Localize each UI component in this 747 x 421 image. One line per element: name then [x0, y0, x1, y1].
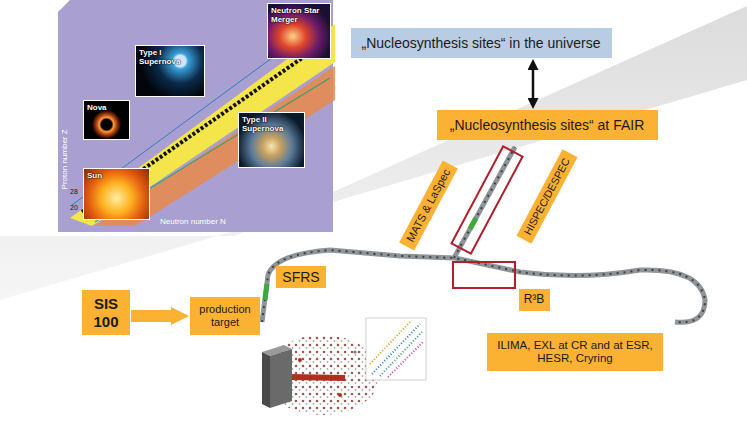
source-image: Type II Supernova	[238, 112, 305, 168]
fragment	[298, 358, 302, 362]
beamline	[262, 250, 705, 322]
node-text: Type I Supernova	[139, 48, 201, 66]
beamline-branch	[454, 147, 515, 258]
highlight-frame	[453, 262, 515, 288]
highlight-frame	[451, 146, 522, 253]
heading-box: „Nucleosynthesis sites“ in the universe	[351, 28, 612, 58]
experiment-label: HISPEC/DESPEC	[516, 149, 577, 244]
source-image: Neutron Star Merger	[267, 3, 331, 59]
node-text: SFRS	[282, 269, 319, 285]
tick-label: 20	[70, 204, 78, 212]
node-text: „Nucleosynthesis sites“ at FAIR	[450, 117, 645, 133]
node-text: SIS 100	[86, 295, 126, 330]
node-text: Nova	[87, 103, 107, 112]
fragment	[353, 350, 356, 353]
axis-label: Neutron number N	[160, 218, 226, 227]
nuclide-chart-panel	[58, 0, 333, 232]
target-front	[270, 349, 292, 408]
tick-label: 28	[70, 188, 78, 196]
node-text: production target	[194, 303, 256, 328]
isotope-row	[370, 322, 410, 364]
axis-label: Proton number Z	[61, 129, 70, 189]
node-text: R³B	[524, 293, 545, 307]
node-text: Neutron Star Merger	[271, 6, 327, 24]
experiment-label: R³B	[519, 289, 550, 311]
node-text: Type II Supernova	[242, 115, 301, 133]
experiment-label: MATS & LaSpec	[399, 160, 458, 250]
separator-box: SFRS	[276, 266, 326, 288]
target-side	[262, 352, 270, 408]
beamline-magnets	[262, 250, 705, 322]
node-text: Sun	[87, 171, 102, 180]
node-text: „Nucleosynthesis sites“ in the universe	[362, 35, 601, 51]
primary-beam	[290, 377, 345, 378]
double-arrow	[532, 70, 535, 98]
beamline-green	[470, 218, 476, 229]
accelerator-box: SIS 100	[82, 290, 130, 335]
beam-arrow	[131, 310, 171, 322]
target-box: production target	[190, 297, 260, 335]
node-text: MATS & LaSpec	[404, 166, 453, 243]
isotope-row	[380, 332, 422, 376]
heading-box: „Nucleosynthesis sites“ at FAIR	[437, 110, 658, 140]
experiment-box: ILIMA, EXL at CR and at ESR, HESR, Cryri…	[487, 333, 663, 371]
source-image: Type I Supernova	[135, 45, 205, 97]
node-text: ILIMA, EXL at CR and at ESR, HESR, Cryri…	[493, 339, 657, 365]
source-image: Nova	[83, 100, 130, 140]
isotope-row	[372, 324, 420, 374]
source-image: Sun	[83, 168, 150, 220]
node-text: HISPEC/DESPEC	[522, 156, 573, 237]
nuclide-map-inset	[366, 318, 426, 380]
fragment	[338, 393, 342, 397]
beamline-branch-magnets	[454, 147, 515, 258]
isotope-row	[388, 342, 423, 377]
beamline-green	[265, 284, 267, 300]
